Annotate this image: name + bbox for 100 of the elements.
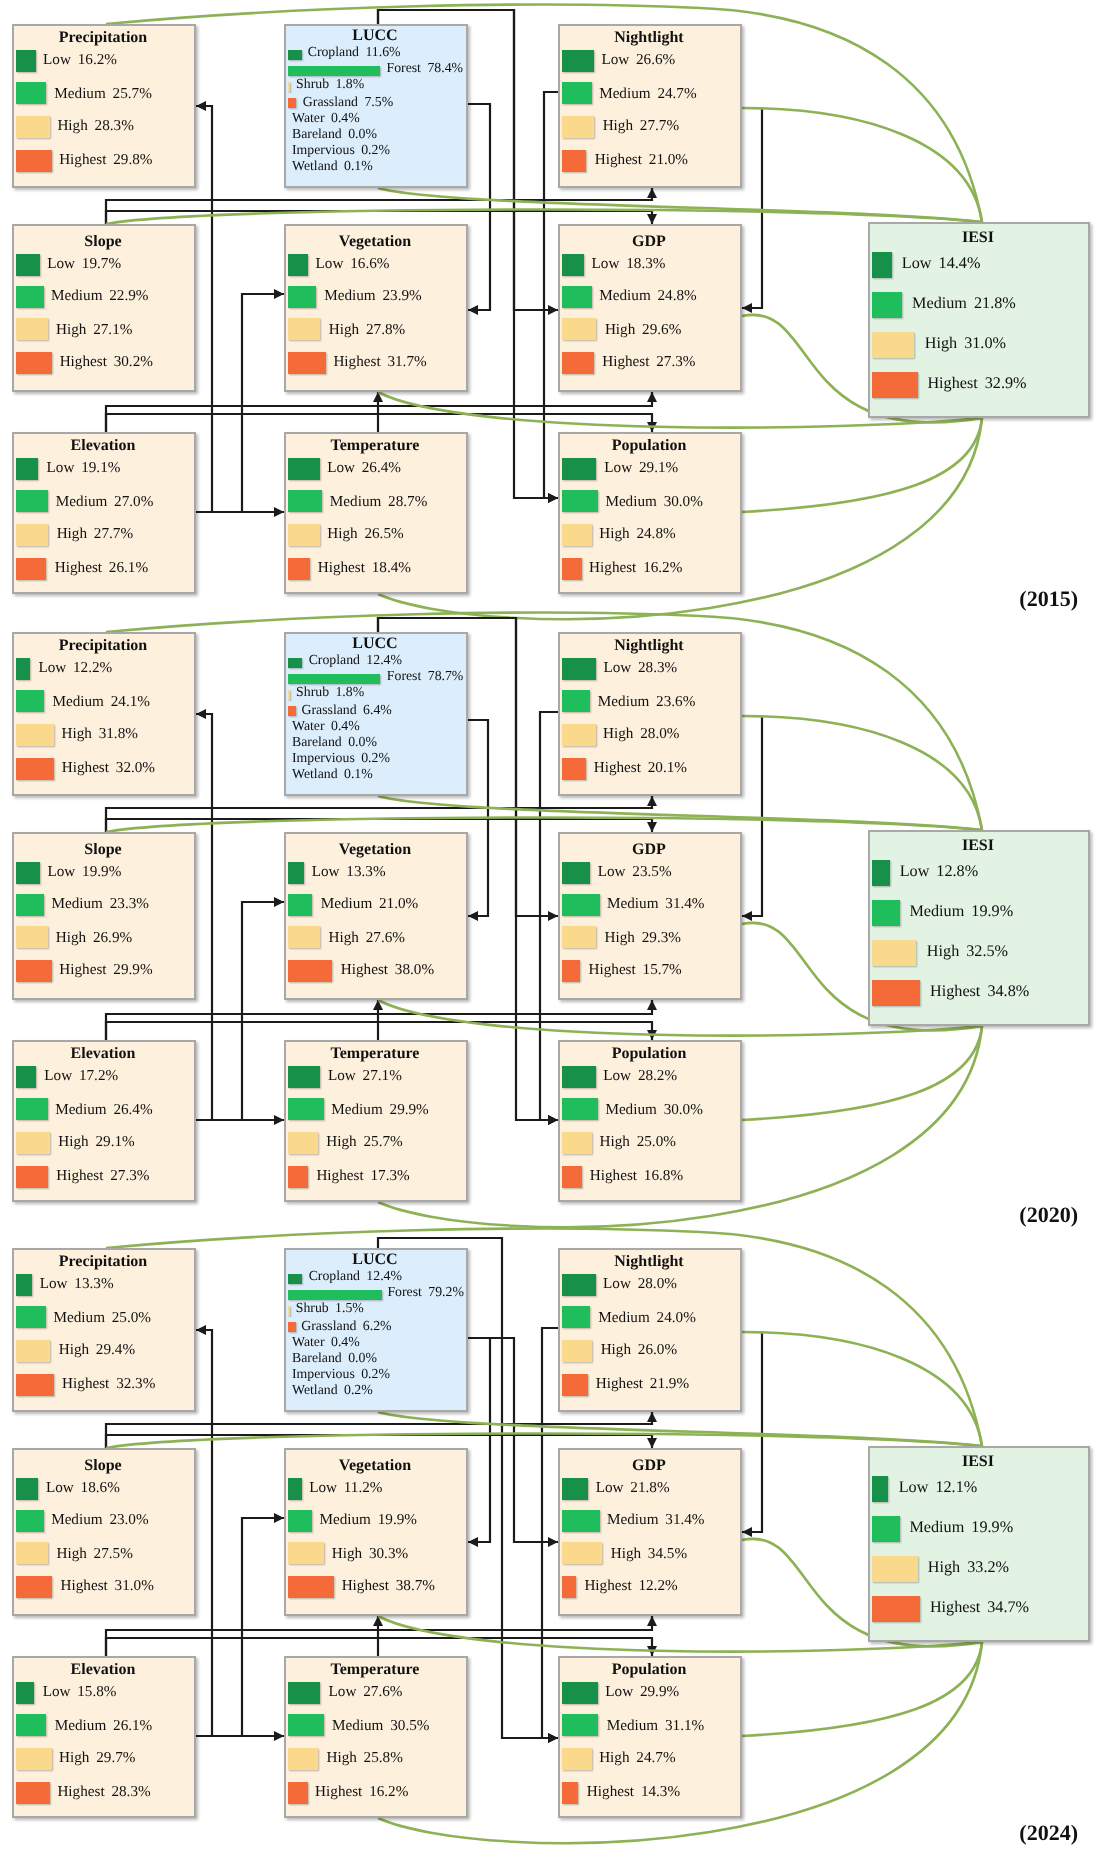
variable-node (558, 224, 742, 392)
arrow (540, 1326, 558, 1743)
node-title: LUCC (352, 26, 398, 44)
node-title: Temperature (330, 436, 420, 454)
node-title: Slope (84, 1456, 122, 1474)
variable-node (558, 1040, 742, 1202)
connector-curve (741, 1330, 984, 1447)
connector-curve (377, 390, 983, 429)
node-title: Vegetation (338, 1456, 412, 1474)
variable-node (12, 224, 196, 392)
connector-curve (741, 106, 984, 223)
variable-node (558, 632, 742, 796)
arrow (468, 1336, 492, 1547)
connector-curve (105, 208, 983, 226)
node-title: Elevation (70, 436, 136, 454)
variable-node (558, 1248, 742, 1412)
arrow (373, 1616, 383, 1656)
node-title: Temperature (330, 1660, 420, 1678)
node-title: GDP (632, 1456, 666, 1474)
arrow (104, 1636, 657, 1656)
node-title: Population (611, 436, 687, 454)
node-title: Slope (84, 232, 122, 250)
arrow (373, 1000, 383, 1040)
arrow (196, 709, 214, 1122)
connector-curve (377, 1025, 984, 1229)
connector-curve (377, 417, 984, 621)
node-title: Nightlight (614, 28, 684, 46)
node-title: LUCC (352, 1250, 398, 1268)
variable-node (12, 1448, 196, 1616)
arrow (196, 1115, 284, 1125)
node-title: Nightlight (614, 636, 684, 654)
node-title: Precipitation (58, 28, 148, 46)
arrow (542, 90, 558, 503)
variable-node (558, 1448, 742, 1616)
connector-curve (105, 1432, 983, 1450)
variable-node (12, 24, 196, 188)
state-probability: Highest 34.7% (929, 1599, 1030, 1617)
state-probability: Low 12.1% (898, 1479, 978, 1497)
variable-node (12, 1040, 196, 1202)
node-title: Elevation (70, 1044, 136, 1062)
node-title: GDP (632, 232, 666, 250)
arrow (104, 1020, 657, 1040)
year-label: (2024) (1019, 1822, 1078, 1846)
arrow (373, 392, 383, 432)
arrow (742, 1330, 764, 1537)
variable-node (868, 830, 1090, 1026)
variable-node (868, 1446, 1090, 1642)
variable-node (284, 1656, 468, 1818)
variable-node (558, 832, 742, 1000)
variable-node (284, 224, 468, 392)
connector-curve (377, 1614, 983, 1653)
arrow (376, 8, 558, 315)
node-title: Precipitation (58, 1252, 148, 1270)
arrow (376, 616, 558, 921)
state-probability: Highest 34.8% (930, 983, 1030, 1001)
arrow (104, 412, 657, 432)
node-title: Temperature (330, 1044, 420, 1062)
variable-node (558, 432, 742, 594)
variable-node (12, 1248, 196, 1412)
state-probability: High 32.5% (926, 943, 1009, 961)
variable-node (12, 1656, 196, 1818)
variable-node (12, 832, 196, 1000)
variable-node (868, 222, 1090, 418)
state-probability: High 33.2% (927, 1559, 1010, 1577)
variable-node (12, 632, 196, 796)
node-title: IESI (961, 836, 994, 854)
year-label: (2015) (1019, 588, 1078, 612)
connector-curve (377, 1641, 984, 1845)
variable-node (284, 1248, 468, 1412)
arrow (196, 1325, 214, 1738)
node-title: IESI (961, 228, 994, 246)
arrow (196, 101, 214, 514)
connector-curve (741, 714, 984, 831)
state-probability: Medium 19.9% (909, 903, 1014, 921)
node-title: LUCC (352, 634, 398, 652)
arrow (468, 1336, 558, 1547)
variable-node (558, 1656, 742, 1818)
variable-node (284, 632, 468, 796)
node-title: Vegetation (338, 232, 412, 250)
node-title: Nightlight (614, 1252, 684, 1270)
connector-curve (377, 998, 983, 1037)
node-title: Elevation (70, 1660, 136, 1678)
node-title: GDP (632, 840, 666, 858)
node-title: Slope (84, 840, 122, 858)
state-probability: Medium 19.9% (909, 1519, 1014, 1537)
connector-curve (105, 611, 984, 831)
variable-node (284, 1040, 468, 1202)
variable-node (12, 432, 196, 594)
connector-curve (105, 816, 983, 834)
arrow (742, 106, 764, 313)
arrow (196, 507, 284, 517)
state-probability: High 31.0% (924, 335, 1006, 353)
state-probability: Low 14.4% (901, 255, 981, 273)
variable-node (558, 24, 742, 188)
variable-node (284, 832, 468, 1000)
variable-node (284, 24, 468, 188)
node-title: Population (611, 1660, 687, 1678)
node-title: Precipitation (58, 636, 148, 654)
arrow (196, 1731, 284, 1741)
arrow (538, 710, 558, 1125)
